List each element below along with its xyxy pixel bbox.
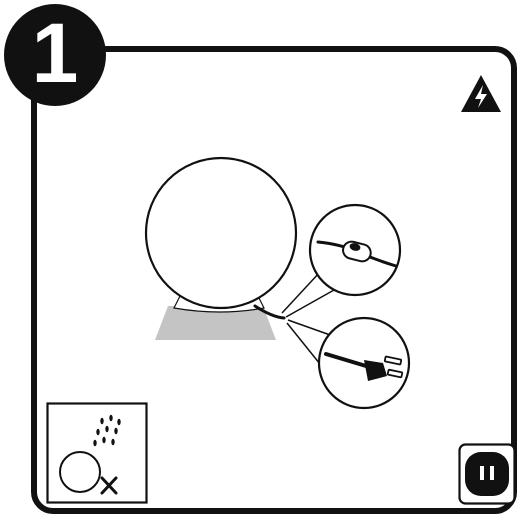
switch-callout-line-upper (282, 272, 320, 313)
switch-callout-line-lower (286, 290, 334, 317)
step-number: 1 (32, 11, 79, 95)
globe-lamp (146, 158, 296, 308)
power-outlet-icon (458, 443, 516, 505)
high-voltage-warning-icon (459, 72, 503, 116)
avoid-rain-icon (46, 402, 148, 504)
step-number-badge: 1 (4, 4, 106, 106)
